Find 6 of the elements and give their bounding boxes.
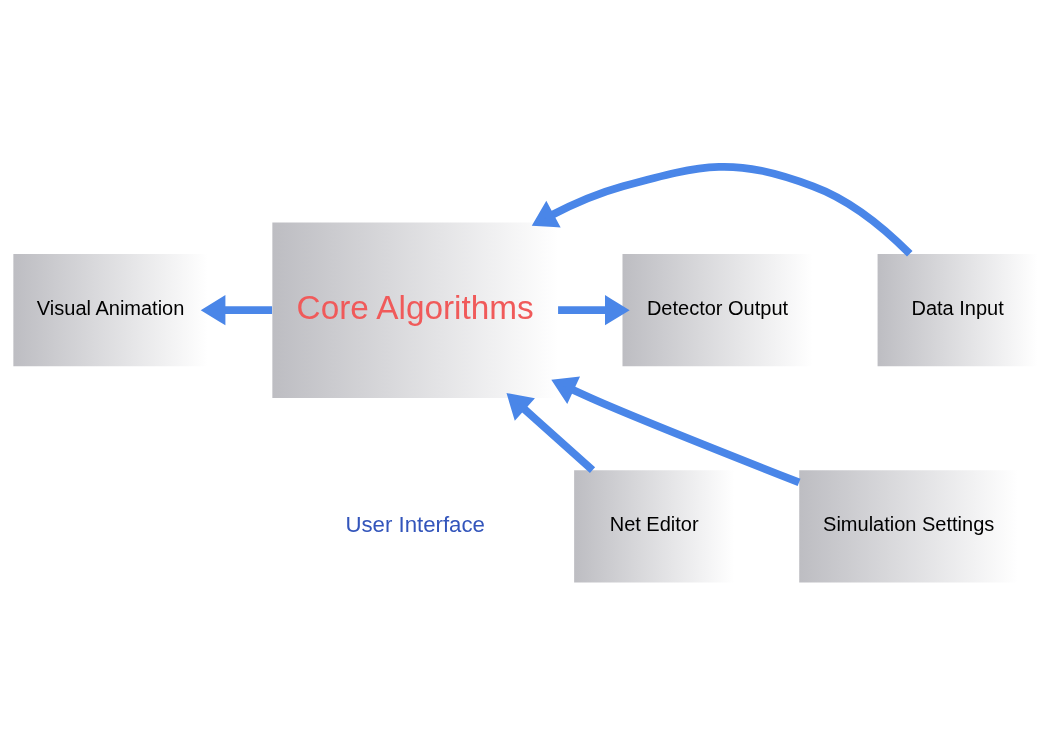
arrow: [506, 392, 596, 473]
arrow: [531, 162, 913, 257]
arrow: [551, 376, 801, 486]
label: User Interface: [345, 511, 485, 537]
arrow: [200, 294, 273, 325]
arrow: [558, 294, 630, 325]
